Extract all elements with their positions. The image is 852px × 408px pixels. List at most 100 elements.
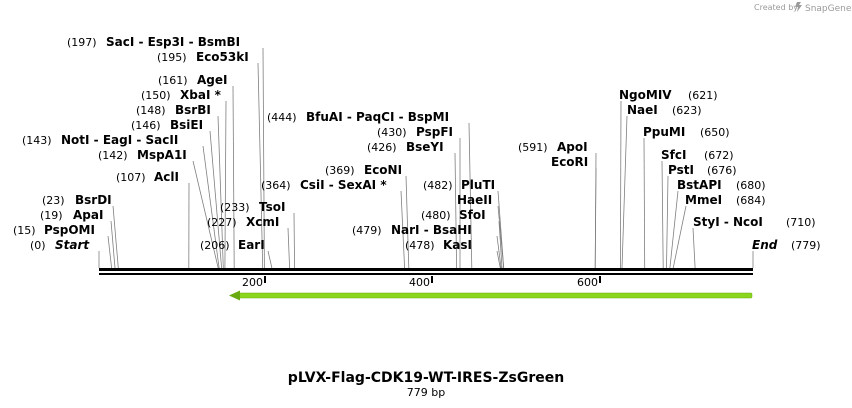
leader-line — [110, 220, 116, 269]
site-label-tsoi[interactable]: (233) TsoI — [220, 200, 285, 214]
svg-text:BstAPI: BstAPI — [677, 178, 722, 192]
svg-text:(621): (621) — [688, 89, 718, 102]
site-label-end[interactable]: End (779) — [752, 238, 821, 252]
svg-text:(107): (107) — [116, 171, 146, 184]
svg-text:(23): (23) — [42, 194, 65, 207]
site-label-nari-group[interactable]: (479) NarI - BsaHI — [352, 223, 472, 237]
site-label-mmei[interactable]: MmeI (684) — [685, 193, 766, 207]
svg-text:Eco53kI: Eco53kI — [196, 50, 249, 64]
site-label-bstapi[interactable]: BstAPI (680) — [677, 178, 766, 192]
site-label-start[interactable]: (0) Start — [30, 238, 90, 252]
svg-text:PluTI: PluTI — [461, 178, 495, 192]
site-label-pspfi[interactable]: (430) PspFI — [377, 125, 453, 139]
svg-text:(161): (161) — [158, 74, 188, 87]
svg-text:MspA1I: MspA1I — [137, 148, 187, 162]
leader-line — [643, 137, 646, 269]
site-label-bsrdi[interactable]: (23) BsrDI — [42, 193, 112, 207]
svg-text:PspFI: PspFI — [416, 125, 453, 139]
site-label-sacI-group[interactable]: (197) SacI - Esp3I - BsmBI — [67, 35, 240, 49]
svg-text:ApaI: ApaI — [73, 208, 103, 222]
credit-brand: SnapGene — [805, 4, 852, 14]
leader-line — [293, 212, 295, 269]
svg-text:(227): (227) — [207, 216, 237, 229]
leader-line — [107, 235, 112, 269]
svg-text:BseYI: BseYI — [406, 140, 444, 154]
svg-text:EcoNI: EcoNI — [364, 163, 402, 177]
ruler-label-400: 400 — [409, 276, 430, 289]
site-label-xbai[interactable]: (150) XbaI * — [141, 88, 222, 102]
svg-text:PspOMI: PspOMI — [44, 223, 95, 237]
site-label-ngomiv[interactable]: NgoMIV (621) — [619, 88, 718, 102]
site-label-econi[interactable]: (369) EcoNI — [325, 163, 402, 177]
site-label-mspa1i[interactable]: (142) MspA1I — [98, 148, 187, 162]
svg-text:(369): (369) — [325, 164, 355, 177]
svg-text:(680): (680) — [736, 179, 766, 192]
leader-line — [620, 100, 622, 269]
site-label-bfuai-group[interactable]: (444) BfuAI - PaqCI - BspMI — [267, 110, 449, 124]
site-label-sfci[interactable]: SfcI (672) — [661, 148, 734, 162]
svg-text:BsrBI: BsrBI — [175, 103, 211, 117]
site-label-ecori[interactable]: EcoRI — [551, 155, 588, 169]
svg-text:(150): (150) — [141, 89, 171, 102]
feature-arrow[interactable] — [229, 290, 753, 301]
leader-line — [672, 205, 687, 269]
leader-line — [257, 62, 264, 269]
site-label-pluti[interactable]: (482) PluTI — [423, 178, 495, 192]
site-label-noti-group[interactable]: (143) NotI - EagI - SacII — [22, 133, 178, 147]
svg-text:NarI - BsaHI: NarI - BsaHI — [391, 223, 472, 237]
leader-line — [496, 235, 502, 269]
site-label-xcmi[interactable]: (227) XcmI — [207, 215, 279, 229]
svg-text:ApoI: ApoI — [557, 140, 588, 154]
site-label-csii-group[interactable]: (364) CsiI - SexAI * — [261, 178, 387, 192]
svg-text:(0): (0) — [30, 239, 46, 252]
site-label-apai[interactable]: (19) ApaI — [40, 208, 103, 222]
svg-text:(779): (779) — [791, 239, 821, 252]
site-label-eari[interactable]: (206) EarI — [200, 238, 265, 252]
site-label-bsrbi[interactable]: (148) BsrBI — [136, 103, 211, 117]
svg-text:(479): (479) — [352, 224, 382, 237]
svg-text:(430): (430) — [377, 126, 407, 139]
site-label-bseyi[interactable]: (426) BseYI — [367, 140, 444, 154]
site-label-bsiei[interactable]: (146) BsiEI — [131, 118, 203, 132]
svg-text:(146): (146) — [131, 119, 161, 132]
svg-text:(206): (206) — [200, 239, 230, 252]
svg-text:PstI: PstI — [668, 163, 694, 177]
svg-text:(426): (426) — [367, 141, 397, 154]
leader-line — [112, 205, 119, 269]
svg-text:XbaI *: XbaI * — [180, 88, 222, 102]
svg-text:(623): (623) — [672, 104, 702, 117]
site-label-pspomi[interactable]: (15) PspOMI — [13, 223, 95, 237]
leader-line — [192, 160, 219, 269]
leader-line — [400, 190, 405, 269]
site-label-ppumi[interactable]: PpuMI (650) — [643, 125, 730, 139]
svg-text:(672): (672) — [704, 149, 734, 162]
svg-text:(650): (650) — [700, 126, 730, 139]
site-label-sfoi[interactable]: (480) SfoI — [421, 208, 486, 222]
svg-text:CsiI - SexAI *: CsiI - SexAI * — [300, 178, 387, 192]
leader-line — [692, 227, 696, 269]
site-label-psti[interactable]: PstI (676) — [668, 163, 737, 177]
site-label-styi-group[interactable]: StyI - NcoI (710) — [693, 215, 816, 229]
svg-text:SacI - Esp3I - BsmBI: SacI - Esp3I - BsmBI — [106, 35, 240, 49]
site-label-apoi[interactable]: (591) ApoI — [518, 140, 588, 154]
svg-text:KasI: KasI — [443, 238, 472, 252]
ruler-label-600: 600 — [577, 276, 598, 289]
svg-text:(676): (676) — [707, 164, 737, 177]
leader-line — [594, 167, 597, 269]
site-label-haeii[interactable]: HaeII — [457, 193, 492, 207]
site-label-acli[interactable]: (107) AclI — [116, 170, 179, 184]
svg-text:(684): (684) — [736, 194, 766, 207]
leader-line — [262, 47, 265, 269]
leader-line — [224, 100, 227, 269]
credit-prefix: Created by — [754, 3, 798, 12]
site-label-kasi[interactable]: (478) KasI — [405, 238, 472, 252]
leader-line — [267, 250, 273, 269]
leader-line — [232, 85, 235, 269]
site-label-naei[interactable]: NaeI (623) — [627, 103, 702, 117]
site-label-agei[interactable]: (161) AgeI — [158, 73, 227, 87]
map-title: pLVX-Flag-CDK19-WT-IRES-ZsGreen — [288, 370, 564, 386]
svg-text:(142): (142) — [98, 149, 128, 162]
leader-line — [468, 122, 473, 269]
site-label-eco53ki[interactable]: (195) Eco53kI — [157, 50, 249, 64]
svg-text:(19): (19) — [40, 209, 63, 222]
